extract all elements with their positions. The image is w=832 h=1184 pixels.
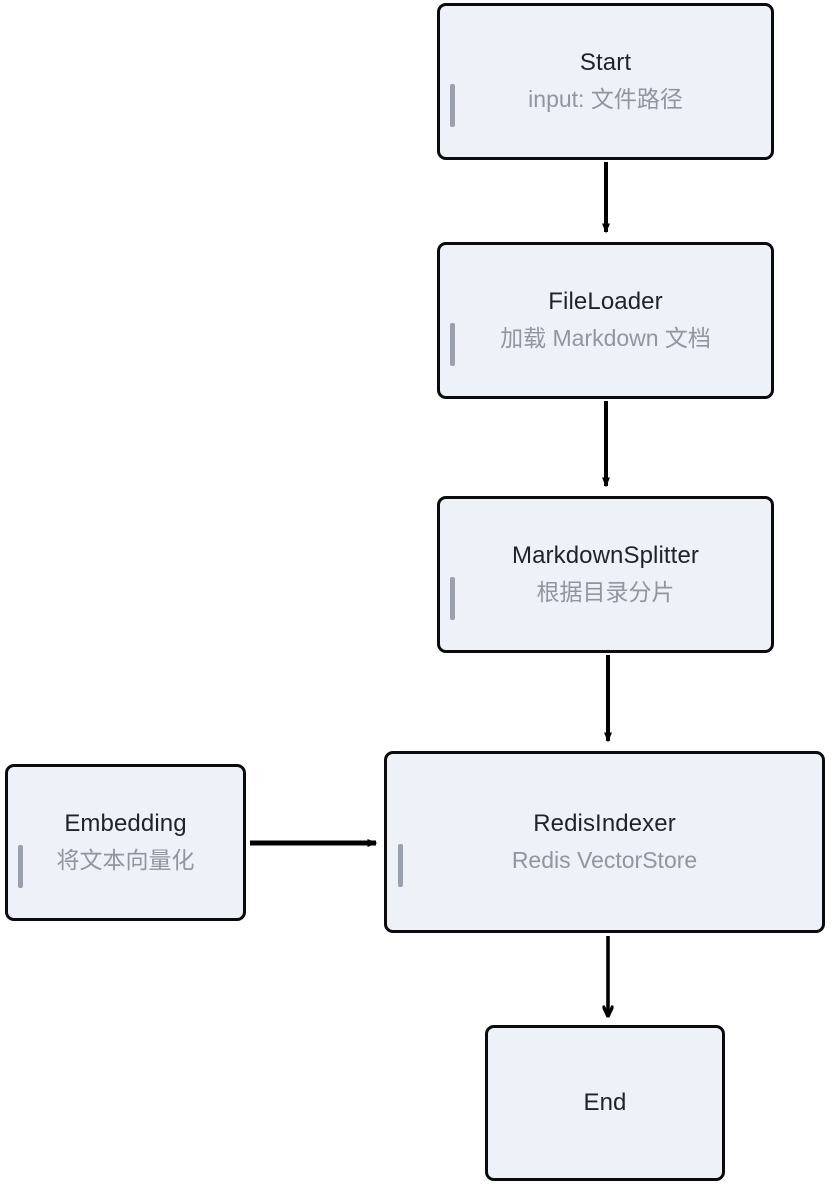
node-embedding[interactable]: Embedding 将文本向量化 <box>5 764 246 921</box>
node-accent-bar <box>450 323 455 366</box>
node-start[interactable]: Start input: 文件路径 <box>437 3 774 160</box>
node-title: FileLoader <box>548 288 663 316</box>
node-accent-bar <box>18 845 23 888</box>
node-accent-bar <box>398 844 403 887</box>
node-title: RedisIndexer <box>533 809 676 837</box>
node-accent-bar <box>450 84 455 127</box>
node-title: Embedding <box>64 810 187 838</box>
node-accent-bar <box>450 577 455 620</box>
node-subtitle: 将文本向量化 <box>56 847 195 874</box>
node-subtitle: 根据目录分片 <box>536 579 675 606</box>
node-title: End <box>583 1089 627 1116</box>
node-fileloader[interactable]: FileLoader 加载 Markdown 文档 <box>437 242 774 399</box>
node-title: Start <box>579 49 632 77</box>
node-subtitle: 加载 Markdown 文档 <box>500 325 711 352</box>
node-title: MarkdownSplitter <box>511 542 699 570</box>
node-markdownsplitter[interactable]: MarkdownSplitter 根据目录分片 <box>437 496 774 653</box>
node-subtitle: Redis VectorStore <box>511 846 698 873</box>
node-subtitle: input: 文件路径 <box>528 86 683 113</box>
node-end[interactable]: End <box>485 1025 725 1181</box>
node-redisindexer[interactable]: RedisIndexer Redis VectorStore <box>384 751 825 933</box>
